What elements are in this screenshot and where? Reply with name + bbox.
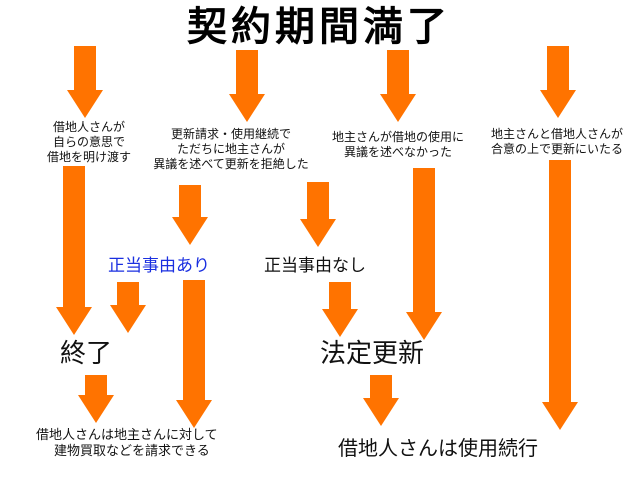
arrow-condition-2-to-just-cause-yes [172,185,208,245]
end-result-line: 建物買取などを請求できる [54,444,210,460]
condition-line: 借地人さんが [52,120,125,134]
end-result: 借地人さんは地主さんに対して 建物買取などを請求できる [36,428,218,461]
condition-line: 合意の上で更新にいたる [490,142,623,156]
condition-line: 地主さんが借地の使用に [331,130,464,144]
condition-line: 異議を述べなかった [343,145,452,159]
arrow-to-condition-4 [540,46,576,118]
arrow-just-cause-yes-to-end [110,282,146,333]
arrow-just-cause-yes-to-end-result [176,280,212,428]
renewal-result: 借地人さんは使用続行 [338,436,538,460]
just-cause-yes-label: 正当事由あり [108,256,210,276]
condition-landlord-no-objection: 地主さんが借地の使用に 異議を述べなかった [318,130,478,160]
arrow-condition-3-to-renewal [406,168,442,340]
arrow-condition-4-to-result [542,160,578,430]
condition-line: 借地を明け渡す [46,150,131,164]
arrow-renewal-to-result [363,375,399,426]
arrow-condition-2-to-just-cause-no [300,182,336,247]
condition-line: ただちに地主さんが [176,142,285,156]
condition-tenant-vacates: 借地人さんが 自らの意思で 借地を明け渡す [30,120,148,165]
end-label: 終了 [60,339,113,369]
arrow-just-cause-no-to-renewal [322,282,358,337]
just-cause-no-label: 正当事由なし [264,256,366,276]
arrow-to-condition-3 [380,50,416,122]
arrow-to-condition-2 [229,50,265,122]
condition-mutual-agreement: 地主さんと借地人さんが 合意の上で更新にいたる [476,127,638,157]
condition-landlord-objects: 更新請求・使用継続で ただちに地主さんが 異議を述べて更新を拒絶した [140,127,322,172]
condition-line: 地主さんと借地人さんが [490,127,623,141]
condition-line: 異議を述べて更新を拒絶した [153,157,309,171]
condition-line: 更新請求・使用継続で [170,127,291,141]
condition-line: 自らの意思で [52,135,125,149]
page-title: 契約期間満了 [187,4,451,50]
arrow-condition-1-to-end [56,166,92,335]
statutory-renewal-label: 法定更新 [320,339,425,369]
arrow-end-to-end-result [78,375,114,423]
end-result-line: 借地人さんは地主さんに対して [36,428,218,443]
arrow-to-condition-1 [67,46,103,118]
